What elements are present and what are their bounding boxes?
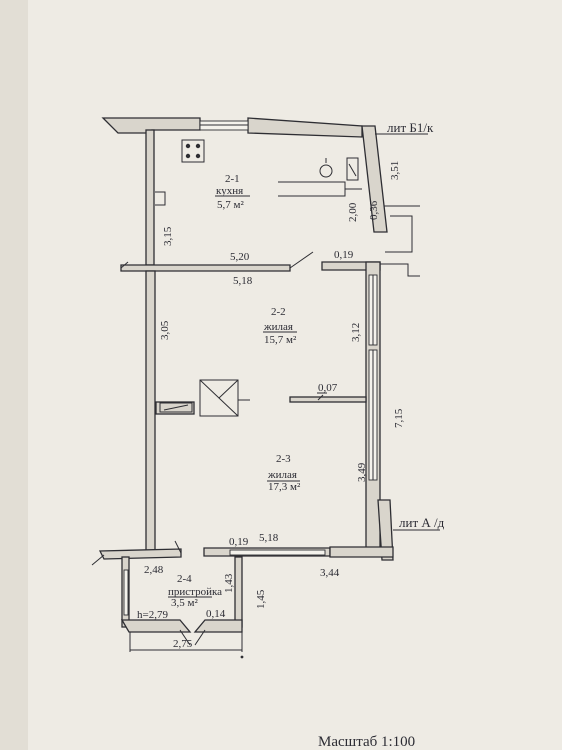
dim-200: 2,00: [347, 202, 359, 222]
masonry-stove-icon: [199, 379, 239, 417]
dim-305: 3,05: [159, 320, 171, 340]
lit-a-label: лит А /д: [399, 515, 445, 530]
dim-007: 0,07: [318, 382, 338, 394]
room-2-1: 2-1 кухня 5,7 м²: [216, 173, 244, 211]
door-kitchen: [289, 251, 314, 269]
room-area: 15,7 м²: [264, 334, 297, 346]
fixtures: [129, 133, 440, 659]
dim-518a: 5,18: [233, 275, 253, 287]
dim-143: 1,43: [223, 573, 235, 593]
burner-icon: [185, 143, 191, 149]
door-ext-out-left: [179, 629, 191, 646]
stove-diag: [218, 379, 239, 399]
wall-left: [145, 270, 156, 552]
firebox-line: [163, 404, 189, 411]
room-area: 3,5 м²: [171, 597, 198, 609]
paper-shadow: [0, 0, 28, 750]
lit-b-label: лит Б1/к: [387, 120, 434, 135]
wall-right-lower: [377, 499, 394, 561]
dim-019b: 0,19: [229, 536, 249, 548]
stove-icon: [181, 139, 205, 163]
dim-315: 3,15: [162, 226, 174, 246]
dim-518b: 5,18: [259, 532, 279, 544]
mark-dot: [240, 655, 244, 659]
door-mark: [317, 394, 324, 401]
room-id: 2-1: [225, 173, 240, 185]
room-area: 5,7 м²: [217, 199, 244, 211]
wall-break-mark: [91, 554, 105, 566]
dim-312: 3,12: [350, 323, 362, 342]
dim-036: 0,36: [368, 200, 380, 220]
wall-partition-left: [120, 264, 291, 272]
dim-715: 7,15: [393, 408, 405, 428]
windows: [123, 120, 378, 616]
dim-520: 5,20: [230, 251, 250, 263]
wall-bottom-left: [98, 548, 182, 560]
dim-h279: h=2,79: [137, 609, 168, 621]
dim-344: 3,44: [320, 567, 340, 579]
wall-inner-partition: [289, 396, 367, 403]
room-id: 2-4: [177, 573, 192, 585]
scale-label: Масштаб 1:100: [318, 734, 415, 750]
window-ext-left: [123, 569, 129, 616]
wall-ext-bottom-left: [120, 619, 192, 633]
wall-kitchen-right: [361, 125, 388, 233]
neighbor-line: [380, 263, 420, 277]
room-2-3: 2-3 жилая 17,3 м²: [267, 453, 301, 493]
room-area: 17,3 м²: [268, 481, 301, 493]
dimensions: 3,51 0,36 2,00 3,15 5,20 0,19 5,18 3,05 …: [137, 161, 405, 650]
dim-351: 3,51: [389, 161, 401, 180]
wall-kitchen-left: [145, 129, 155, 266]
burner-icon: [195, 153, 201, 159]
room-name: жилая: [267, 469, 297, 481]
wall-break-mark: [120, 261, 129, 269]
room-name: жилая: [263, 321, 293, 333]
door-ext-out-right: [194, 629, 206, 646]
wall-bottom-right: [329, 546, 394, 558]
burner-icon: [185, 153, 191, 159]
burner-icon: [195, 143, 201, 149]
door-ext: [174, 540, 182, 554]
room-id: 2-2: [271, 306, 286, 318]
dim-019a: 0,19: [334, 249, 354, 261]
room-id: 2-3: [276, 453, 291, 465]
dim-275: 2,75: [173, 638, 193, 650]
doors: [91, 251, 314, 646]
dim-014: 0,14: [206, 608, 226, 620]
wall-ext-right: [234, 556, 243, 628]
dim-145: 1,45: [255, 589, 267, 609]
firebox-icon: [159, 402, 193, 413]
neighbor-line: [385, 215, 413, 253]
boiler-icon: [319, 164, 333, 178]
heater-line: [348, 163, 357, 177]
water-heater-icon: [346, 157, 359, 181]
room-name: кухня: [216, 185, 243, 197]
room-2-2: 2-2 жилая 15,7 м²: [263, 306, 297, 346]
room-name: пристройка: [168, 586, 222, 598]
window-bottom: [229, 549, 326, 556]
dim-248: 2,48: [144, 564, 164, 576]
dim-349: 3,49: [356, 462, 368, 482]
room-2-4: 2-4 пристройка 3,5 м²: [168, 573, 222, 609]
